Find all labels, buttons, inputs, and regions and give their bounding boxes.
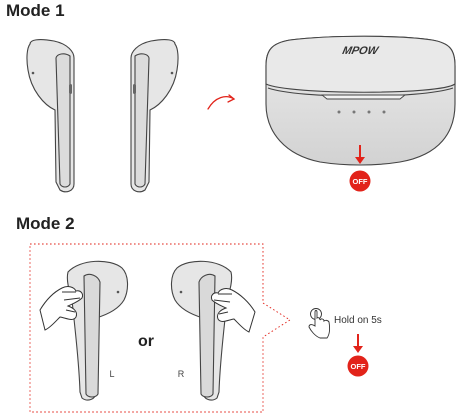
arrow-down-icon [355, 145, 365, 164]
hand-pinch-icon-left [39, 286, 83, 331]
hand-pinch-icon-right [211, 288, 256, 333]
off-badge-mode1: OFF [349, 170, 371, 192]
left-label: L [109, 369, 114, 379]
mode-2-dotted-frame [29, 243, 291, 413]
tap-finger-icon [308, 308, 331, 339]
hold-instruction-text: Hold on 5s [334, 315, 382, 326]
or-text: or [138, 333, 154, 350]
off-badge-mode2-label: OFF [351, 362, 366, 371]
earbud-left-mode2 [66, 260, 129, 401]
earbud-right-mode2 [170, 260, 233, 401]
earbud-left-mode1 [26, 39, 75, 193]
mode-1-title: Mode 1 [6, 1, 65, 20]
mode-2-title: Mode 2 [16, 214, 75, 233]
arrow-down-icon-mode2 [353, 334, 363, 353]
off-badge-mode1-label: OFF [353, 177, 368, 186]
arrow-curved-icon [207, 94, 236, 110]
earbud-right-mode1 [130, 39, 179, 193]
off-badge-mode2: OFF [347, 355, 369, 377]
case-logo: MPOW [341, 45, 380, 57]
right-label: R [178, 369, 185, 379]
charging-case [265, 35, 456, 166]
